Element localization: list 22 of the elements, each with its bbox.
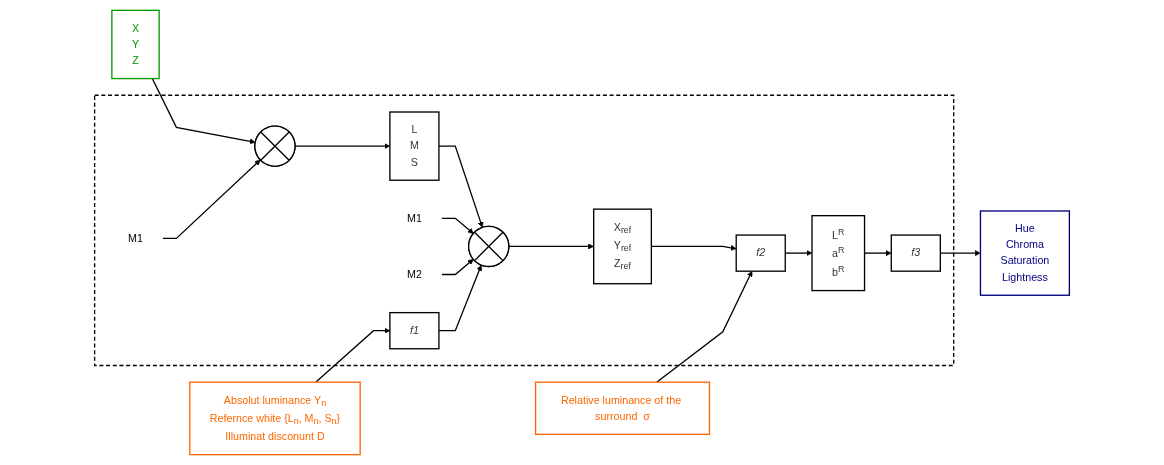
arrow xyxy=(508,243,594,250)
node-text: M1 xyxy=(128,232,143,244)
node-box: L M S xyxy=(389,111,440,181)
node-box: Relative luminance of the surround σ xyxy=(534,381,711,436)
cluster xyxy=(93,94,955,367)
node-box: X Y Z xyxy=(111,9,160,80)
node-text: M1 xyxy=(406,212,422,224)
arrow xyxy=(656,270,753,383)
arrow xyxy=(151,77,256,145)
arrow xyxy=(441,259,474,276)
node-text: M2 xyxy=(406,268,422,280)
node-box: Hue Chroma Saturation Lightness xyxy=(979,210,1071,296)
node-box: L$^{R}$ a$^{R}$ b$^{R}$ xyxy=(811,215,866,292)
arrow xyxy=(162,159,261,240)
node-box: f2 xyxy=(735,234,786,272)
node-box: X$_{ref}$ Y$_{ref}$ Z$_{ref}$ xyxy=(593,208,652,285)
node-box: f3 xyxy=(890,234,941,272)
node-box: Absolut luminance Y$_{n}$ Refernce white {L$_{n}$, M$_{n}$, S$_{n}$} Illuminat disconunt D xyxy=(189,381,361,456)
arrow xyxy=(438,145,484,228)
arrow xyxy=(441,217,474,234)
node-box: f1 xyxy=(389,311,440,350)
arrow xyxy=(438,264,483,332)
